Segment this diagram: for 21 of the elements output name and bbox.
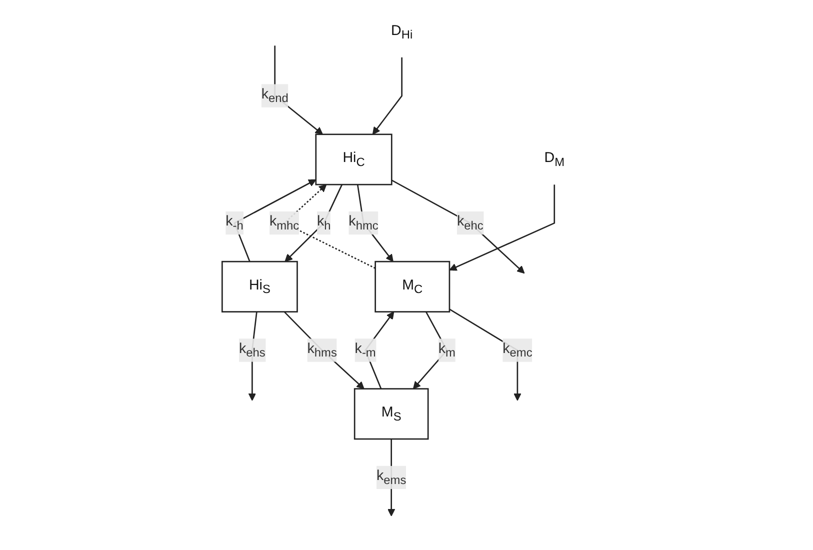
edge-label: k$_{hms}$ xyxy=(307,341,337,360)
edge-label: k$_{mhc}$ xyxy=(269,214,299,232)
node-box: M$_{S}$ xyxy=(354,388,428,440)
node-box: M$_{C}$ xyxy=(374,260,450,312)
edge-label: k$_{ems}$ xyxy=(376,468,406,487)
node-box: Hi$_{C}$ xyxy=(315,134,392,186)
edge-label: k$_{end}$ xyxy=(261,86,288,105)
edge-label: k$_{m}$ xyxy=(438,341,456,360)
arrow xyxy=(284,184,342,262)
arrow xyxy=(372,57,402,135)
edge-label: k$_{-m}$ xyxy=(354,341,376,360)
edge-label: k$_{ehs}$ xyxy=(238,341,266,360)
edge-label: k$_{hmc}$ xyxy=(348,214,378,232)
edge-label: k$_{-h}$ xyxy=(225,214,244,232)
edge-label: k$_{h}$ xyxy=(316,214,331,232)
edge-label: k$_{emc}$ xyxy=(502,341,532,360)
edge-label: k$_{ehc}$ xyxy=(456,214,484,232)
arrow xyxy=(448,184,555,271)
node-text: D$_{Hi}$ xyxy=(390,23,412,42)
node-box: Hi$_{S}$ xyxy=(221,260,298,312)
node-text: D$_{M}$ xyxy=(544,150,564,168)
